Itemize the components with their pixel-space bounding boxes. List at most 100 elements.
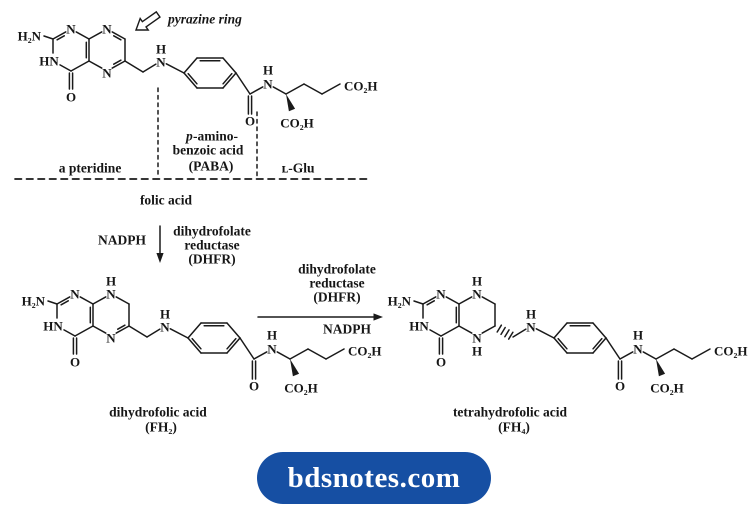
bond	[553, 322, 568, 339]
atom-label-n1: N	[66, 22, 76, 37]
hash-bond	[507, 331, 514, 340]
atom-label-n10h: H	[160, 307, 170, 322]
pteridine-region-label: a pteridine	[59, 161, 122, 176]
fh2-abbr: (FH₂)	[145, 420, 177, 435]
wedge-bond	[286, 94, 296, 112]
atom-label-oam: O	[249, 379, 259, 394]
atom-label-co2r: CO₂H	[714, 344, 748, 359]
bond	[440, 325, 460, 337]
atom-label-nam: N	[267, 342, 277, 357]
double-bond	[56, 35, 66, 41]
region-separators	[14, 87, 369, 180]
atom-label-n5: N	[102, 66, 112, 81]
bond	[303, 83, 323, 95]
bond	[422, 296, 437, 305]
bdsnotes-badge[interactable]: bdsnotes.com	[257, 452, 491, 504]
double-bond	[60, 300, 70, 306]
bond	[691, 348, 711, 360]
bond	[88, 60, 103, 69]
bond	[59, 64, 72, 72]
dhfr-label-2-line1: dihydrofolate	[298, 262, 376, 277]
double-bond	[426, 300, 436, 306]
bond	[187, 337, 202, 354]
atom-label-n5: N	[472, 331, 482, 346]
atom-label-oam: O	[245, 114, 255, 129]
atom-label-namh: H	[267, 328, 277, 343]
glu-region-label: ʟ-Glu	[281, 161, 315, 176]
bond	[289, 348, 309, 360]
atom-label-nam: N	[263, 77, 273, 92]
nadph-label-2: NADPH	[323, 322, 371, 337]
bond	[43, 35, 54, 40]
figure-labels: pyrazine ring a pteridine p -amino- benz…	[59, 12, 568, 435]
atom-label-n8: N	[106, 287, 116, 302]
bond	[429, 329, 442, 337]
reaction-arrow-right-icon	[257, 313, 383, 321]
bond	[128, 325, 148, 338]
bond	[642, 351, 657, 360]
bond	[445, 296, 460, 305]
bond	[74, 325, 94, 337]
atom-label-nh2: H₂N	[388, 294, 412, 309]
atom-label-n10h: H	[156, 42, 166, 57]
atom-label-nh2: H₂N	[18, 29, 42, 44]
bond	[92, 296, 107, 305]
double-bond	[226, 337, 237, 350]
atom-label-n3: HN	[39, 54, 59, 69]
bond	[47, 300, 58, 305]
double-bond	[112, 59, 122, 65]
bond	[226, 322, 241, 339]
atom-label-n8h: H	[106, 274, 116, 289]
dhfr-label-1-line3: (DHFR)	[188, 252, 235, 267]
folic-acid-caption: folic acid	[140, 193, 193, 208]
nadph-label-1: NADPH	[98, 233, 146, 248]
atom-label-co2b: CO₂H	[650, 381, 684, 396]
bond	[458, 296, 473, 305]
atom-label-namh: H	[263, 63, 273, 78]
bond	[222, 57, 237, 74]
pyrazine-ring-label: pyrazine ring	[167, 12, 242, 27]
bond	[63, 329, 76, 337]
paba-region-label-abbr: (PABA)	[189, 159, 234, 174]
bond	[253, 351, 268, 360]
bond	[124, 60, 144, 73]
atom-label-n5h: H	[472, 344, 482, 359]
bond	[481, 296, 496, 305]
atom-label-n1: N	[436, 287, 446, 302]
bond	[79, 296, 94, 305]
bond	[655, 348, 675, 360]
bond	[276, 351, 291, 360]
bond	[239, 337, 255, 360]
bond	[142, 63, 157, 73]
hash-bond	[500, 326, 506, 336]
reaction-arrow-down-icon	[156, 225, 164, 263]
fh2-caption: dihydrofolic acid	[109, 405, 207, 420]
hash-bond	[504, 329, 510, 338]
bond	[165, 63, 185, 74]
bond	[321, 83, 341, 95]
bond	[111, 60, 126, 69]
bdsnotes-badge-label: bdsnotes.com	[287, 461, 461, 494]
atom-label-o4: O	[70, 355, 80, 370]
atom-label-n10: N	[526, 320, 536, 335]
double-bond	[116, 324, 126, 330]
bond	[222, 72, 237, 89]
bond	[512, 328, 527, 338]
bond	[325, 348, 345, 360]
atom-label-n8: N	[472, 287, 482, 302]
bond	[115, 325, 130, 334]
bond	[88, 31, 103, 40]
dhfr-label-1-line1: dihydrofolate	[173, 224, 251, 239]
atom-label-co2r: CO₂H	[344, 79, 378, 94]
bond	[619, 351, 634, 360]
bond	[592, 337, 607, 354]
atom-label-n8: N	[102, 22, 112, 37]
double-bond	[592, 337, 603, 350]
arrow-head	[156, 253, 164, 263]
fh4-caption: tetrahydrofolic acid	[453, 405, 568, 420]
bond	[413, 300, 424, 305]
hash-bond	[496, 324, 503, 333]
bond	[111, 31, 126, 40]
